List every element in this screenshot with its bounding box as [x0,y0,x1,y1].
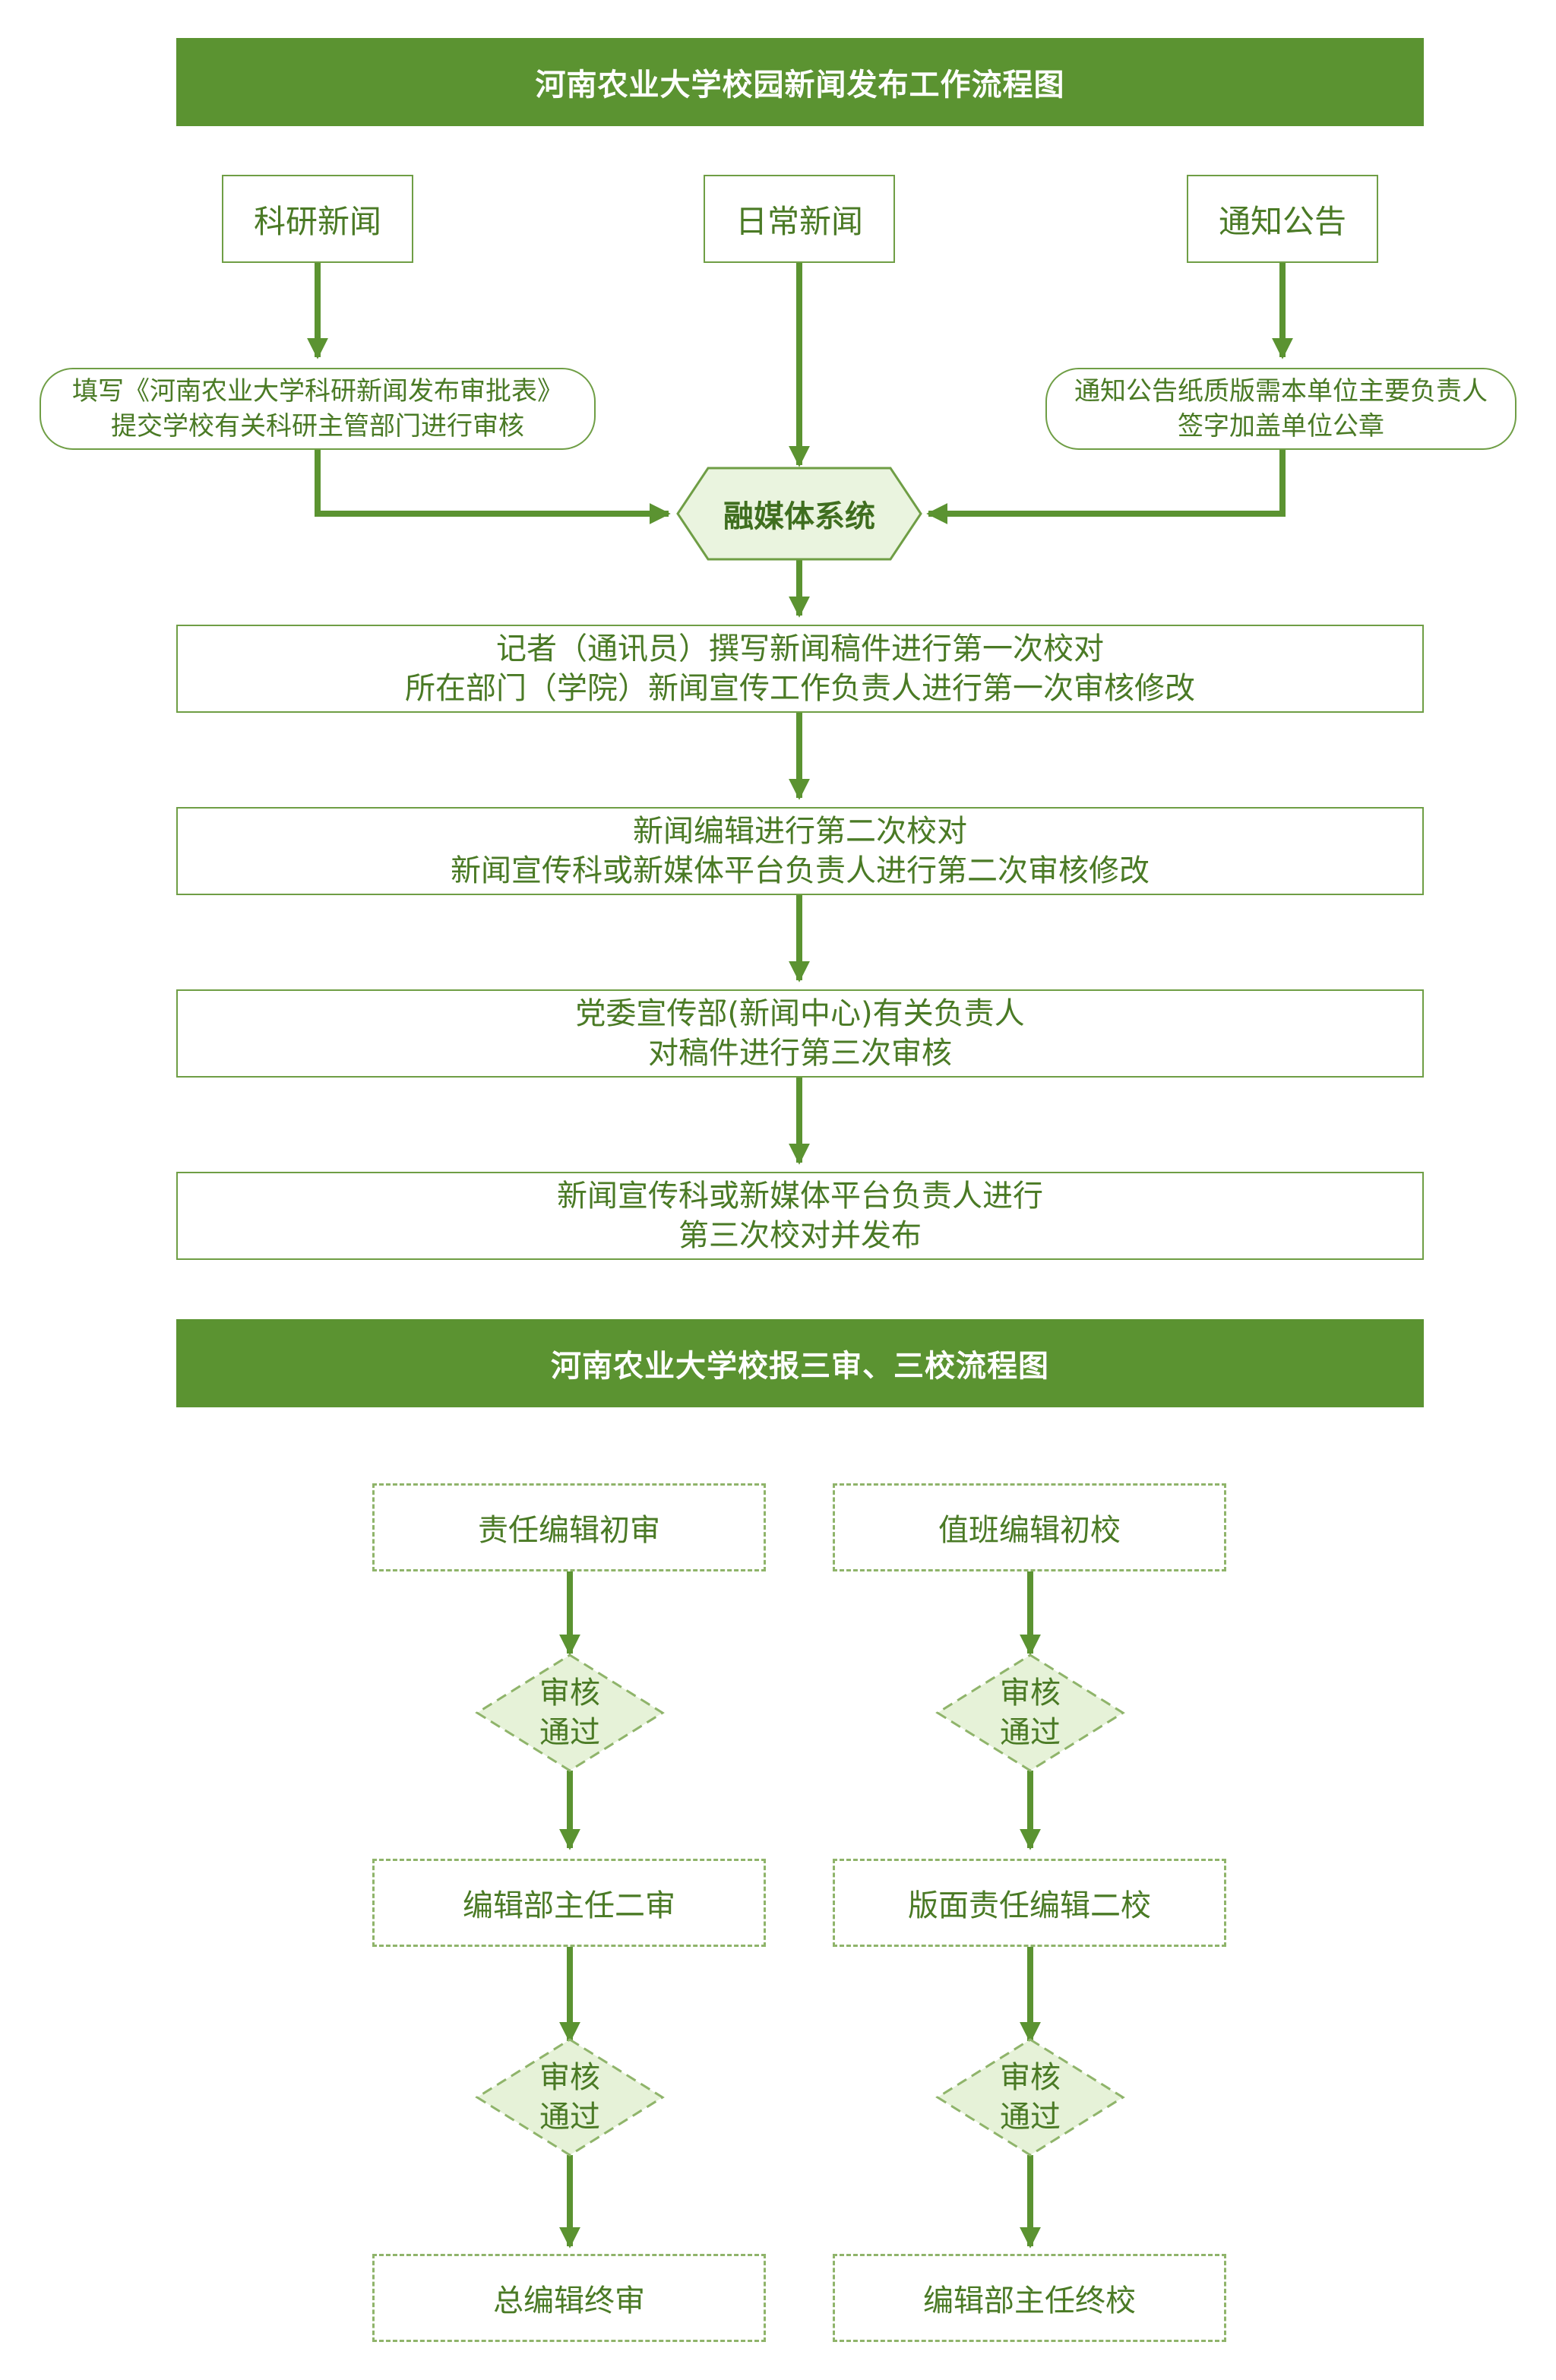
step-2-line-2: 新闻宣传科或新媒体平台负责人进行第二次审核修改 [451,853,1150,888]
right-note-line-1: 通知公告纸质版需本单位主要负责人 [1074,376,1488,407]
step-3-line-1: 党委宣传部(新闻中心)有关负责人 [575,996,1025,1031]
hub-label: 融媒体系统 [723,499,875,534]
check-label-left-2: 审核 通过 [494,2058,646,2137]
left-note-line-1: 填写《河南农业大学科研新闻发布审批表》 [72,376,563,407]
check-diamond-right-2 [935,2038,1125,2157]
review-step-3: 总编辑终审 [372,2254,766,2342]
check-label-line-1: 审核 [1000,2060,1061,2095]
step-4-line-2: 第三次校对并发布 [678,1218,922,1253]
check-diamond-left-2 [475,2038,665,2157]
check-label-line-2: 通过 [539,2100,600,2135]
step-4-line-1: 新闻宣传科或新媒体平台负责人进行 [557,1179,1043,1214]
check-label-line-1: 审核 [539,2060,600,2095]
source-research-news: 科研新闻 [222,175,413,263]
proof-step-1: 值班编辑初校 [833,1483,1226,1571]
proof-step-3: 编辑部主任终校 [833,2254,1226,2342]
check-label-line-1: 审核 [1000,1676,1061,1711]
right-note-line-2: 签字加盖单位公章 [1178,411,1384,442]
left-note-line-2: 提交学校有关科研主管部门进行审核 [111,411,524,442]
step-3-line-2: 对稿件进行第三次审核 [648,1036,952,1071]
step-1-line-1: 记者（通讯员）撰写新闻稿件进行第一次校对 [496,631,1104,666]
check-label-line-2: 通过 [1000,1715,1061,1750]
review-step-1: 责任编辑初审 [372,1483,766,1571]
check-label-left-1: 审核 通过 [494,1673,646,1752]
step-3: 党委宣传部(新闻中心)有关负责人 对稿件进行第三次审核 [176,989,1424,1078]
arrow-left-note [315,450,671,524]
source-daily-news: 日常新闻 [704,175,895,263]
step-2: 新闻编辑进行第二次校对 新闻宣传科或新媒体平台负责人进行第二次审核修改 [176,807,1424,895]
check-label-line-2: 通过 [539,1715,600,1750]
arrow-right-note [926,450,1286,524]
check-diamond-right-1 [935,1654,1125,1772]
check-diamond-left-1 [475,1654,665,1772]
check-label-right-2: 审核 通过 [954,2058,1106,2137]
check-label-line-1: 审核 [539,1676,600,1711]
left-note: 填写《河南农业大学科研新闻发布审批表》 提交学校有关科研主管部门进行审核 [40,368,596,450]
step-1: 记者（通讯员）撰写新闻稿件进行第一次校对 所在部门（学院）新闻宣传工作负责人进行… [176,625,1424,713]
check-label-line-2: 通过 [1000,2100,1061,2135]
hub-hexagon [676,467,922,561]
review-step-2: 编辑部主任二审 [372,1859,766,1947]
step-4: 新闻宣传科或新媒体平台负责人进行 第三次校对并发布 [176,1172,1424,1260]
step-1-line-2: 所在部门（学院）新闻宣传工作负责人进行第一次审核修改 [405,671,1195,706]
step-2-line-1: 新闻编辑进行第二次校对 [633,814,967,849]
chart2-title: 河南农业大学校报三审、三校流程图 [176,1319,1424,1407]
proof-step-2: 版面责任编辑二校 [833,1859,1226,1947]
check-label-right-1: 审核 通过 [954,1673,1106,1752]
right-note: 通知公告纸质版需本单位主要负责人 签字加盖单位公章 [1045,368,1516,450]
source-notices: 通知公告 [1187,175,1378,263]
chart1-title: 河南农业大学校园新闻发布工作流程图 [176,38,1424,126]
